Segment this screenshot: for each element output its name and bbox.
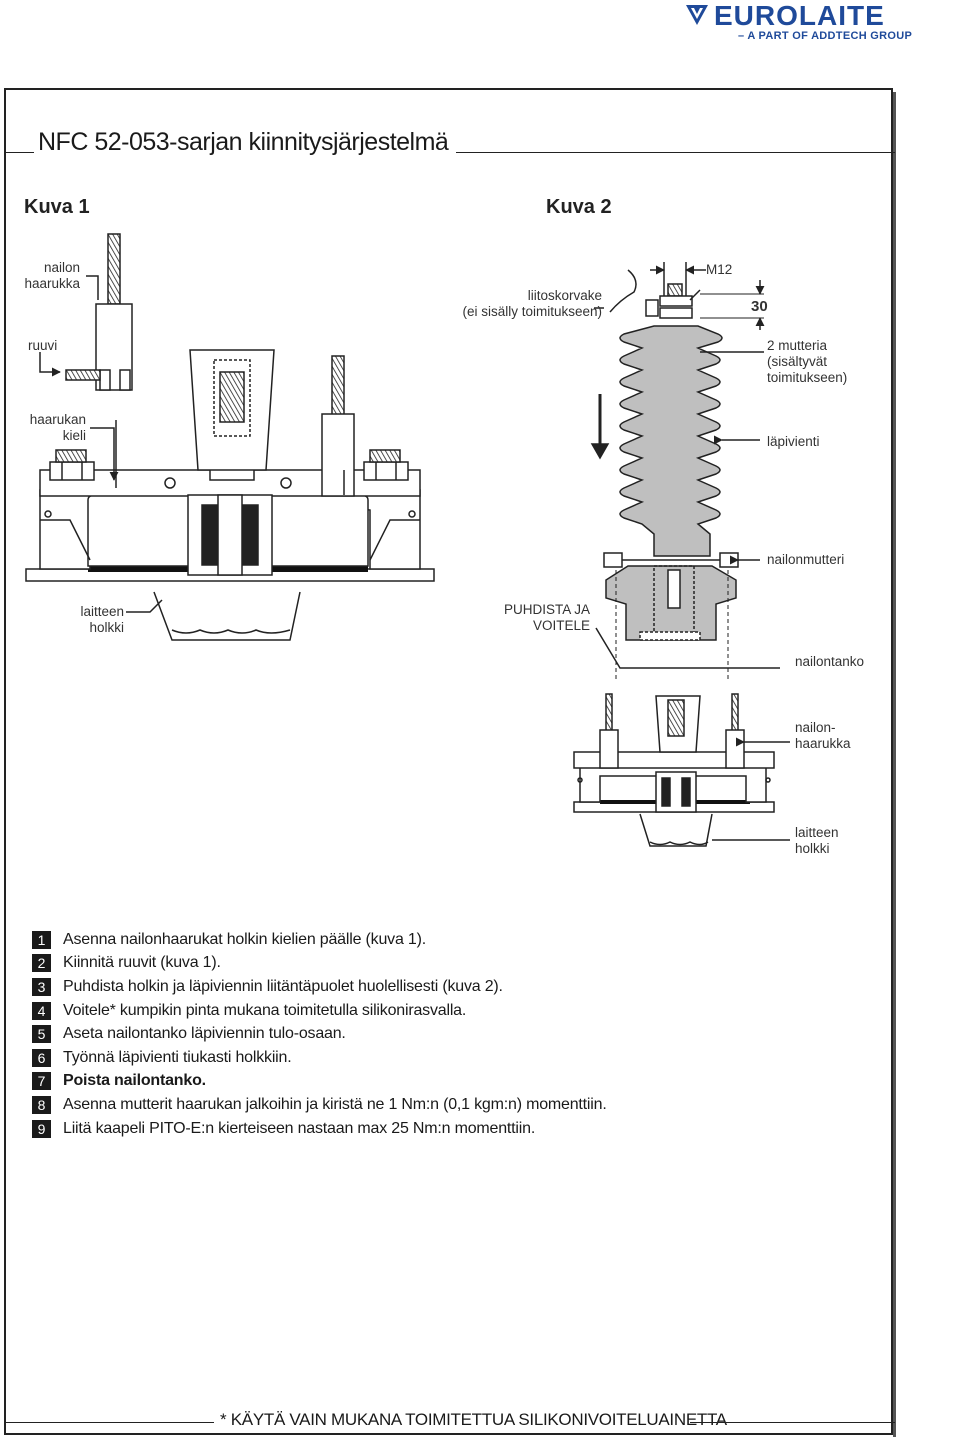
label-cable-lug: liitoskorvake(ei sisälly toimitukseen) — [462, 288, 602, 319]
instruction-steps: 1 Asenna nailonhaarukat holkin kielien pä… — [32, 928, 732, 1140]
label-wrench-size: 30 — [751, 298, 768, 315]
step-item: 8 Asenna mutterit haarukan jalkoihin ja k… — [32, 1093, 732, 1117]
step-number: 6 — [32, 1048, 51, 1067]
step-number: 8 — [32, 1095, 51, 1114]
label-nylon-rod: nailontanko — [795, 654, 865, 669]
label-nylon-fork-2: nailon-haarukka — [795, 720, 851, 751]
label-nylon-nut: nailonmutteri — [767, 552, 845, 567]
step-text: Asenna mutterit haarukan jalkoihin ja ki… — [63, 1095, 607, 1113]
step-text: Puhdista holkin ja läpiviennin liitäntäp… — [63, 977, 503, 995]
title-rule-left — [4, 152, 34, 153]
step-item: 2 Kiinnitä ruuvit (kuva 1). — [32, 952, 732, 976]
figure-1-heading: Kuva 1 — [24, 196, 90, 218]
step-text: Voitele* kumpikin pinta mukana toimitetu… — [63, 1001, 467, 1019]
title-rule-right — [456, 152, 895, 153]
technical-drawings — [25, 233, 790, 847]
step-text: Aseta nailontanko läpiviennin tulo-osaan… — [63, 1025, 346, 1043]
step-item: 6 Työnnä läpivienti tiukasti holkkiin. — [32, 1046, 732, 1070]
brand-mark-icon — [686, 5, 708, 25]
figure-2-drawing — [573, 262, 790, 847]
step-item: 7 Poista nailontanko. — [32, 1070, 732, 1094]
step-text: Työnnä läpivienti tiukasti holkkiin. — [63, 1048, 292, 1066]
page-title: NFC 52-053-sarjan kiinnitysjärjestelmä — [38, 128, 449, 156]
label-thread-m12: M12 — [706, 262, 733, 277]
step-text: Liitä kaapeli PITO-E:n kierteiseen nasta… — [63, 1119, 536, 1137]
step-number: 2 — [32, 954, 51, 973]
figure-2-heading: Kuva 2 — [546, 196, 612, 218]
brand-tagline: – A PART OF ADDTECH GROUP — [738, 30, 913, 42]
step-item: 9 Liitä kaapeli PITO-E:n kierteiseen nast… — [32, 1117, 732, 1141]
step-item: 5 Aseta nailontanko läpiviennin tulo-osaa… — [32, 1022, 732, 1046]
step-number: 4 — [32, 1001, 51, 1020]
brand-logo: EUROLAITE – A PART OF ADDTECH GROUP — [686, 0, 958, 42]
step-text: Kiinnitä ruuvit (kuva 1). — [63, 954, 221, 972]
step-number: 1 — [32, 930, 51, 949]
footer-text: * KÄYTÄ VAIN MUKANA TOIMITETTUA SILIKONI… — [220, 1410, 727, 1429]
step-number: 3 — [32, 977, 51, 996]
title-bar: NFC 52-053-sarjan kiinnitysjärjestelmä — [4, 128, 895, 162]
footer-rule-left — [4, 1422, 214, 1423]
footer-rule-right — [690, 1422, 895, 1423]
step-text: Poista nailontanko. — [63, 1072, 206, 1090]
figure-1-drawing — [25, 233, 435, 641]
step-number: 5 — [32, 1025, 51, 1044]
step-number: 7 — [32, 1072, 51, 1091]
label-screw: ruuvi — [28, 338, 58, 353]
footer-note: * KÄYTÄ VAIN MUKANA TOIMITETTUA SILIKONI… — [4, 1406, 895, 1436]
label-bushing: läpivienti — [767, 434, 820, 449]
step-item: 4 Voitele* kumpikin pinta mukana toimitet… — [32, 999, 732, 1023]
step-number: 9 — [32, 1119, 51, 1138]
frame-shadow — [893, 92, 896, 1437]
step-text: Asenna nailonhaarukat holkin kielien pää… — [63, 930, 426, 948]
step-item: 3 Puhdista holkin ja läpiviennin liitäntä… — [32, 975, 732, 999]
brand-name: EUROLAITE — [714, 0, 885, 31]
step-item: 1 Asenna nailonhaarukat holkin kielien pä… — [32, 928, 732, 952]
page-frame — [4, 88, 893, 1435]
